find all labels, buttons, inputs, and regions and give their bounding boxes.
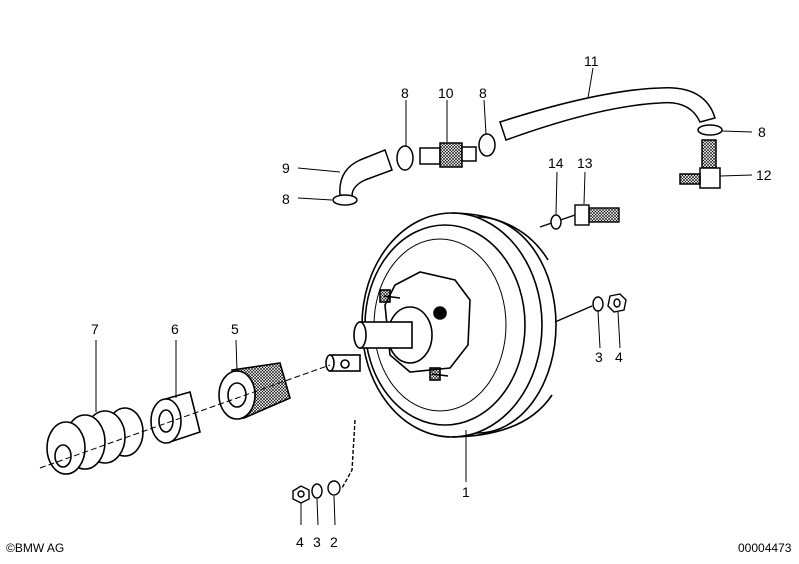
leader-lines bbox=[95, 67, 753, 526]
callout-5: 5 bbox=[231, 321, 239, 337]
callout-6: 6 bbox=[171, 321, 179, 337]
callout-8-left: 8 bbox=[282, 191, 290, 207]
callout-11: 11 bbox=[584, 53, 599, 69]
callout-2: 2 bbox=[330, 534, 338, 550]
vacuum-hose-assembly bbox=[332, 87, 723, 206]
washer-part-14 bbox=[550, 214, 562, 230]
callout-7: 7 bbox=[91, 321, 99, 337]
axis-line bbox=[39, 364, 331, 469]
callout-3-right: 3 bbox=[595, 349, 603, 365]
nut-washer-lower bbox=[292, 419, 356, 504]
nut-washer-right bbox=[554, 293, 627, 323]
callout-12: 12 bbox=[756, 167, 772, 183]
rubber-boot bbox=[46, 407, 144, 475]
brake-booster bbox=[325, 212, 557, 438]
callout-14: 14 bbox=[548, 155, 564, 171]
callout-8-right: 8 bbox=[758, 124, 766, 140]
air-filter bbox=[218, 362, 291, 420]
diagram-id: 00004473 bbox=[738, 541, 792, 555]
callout-3-lower: 3 bbox=[313, 534, 321, 550]
callout-4-right: 4 bbox=[615, 349, 623, 365]
callout-8-top-a: 8 bbox=[401, 85, 409, 101]
callout-1: 1 bbox=[462, 484, 470, 500]
callout-9: 9 bbox=[282, 160, 290, 176]
callout-13: 13 bbox=[577, 155, 593, 171]
callout-4-lower: 4 bbox=[296, 534, 304, 550]
callout-8-top-b: 8 bbox=[479, 85, 487, 101]
copyright-label: ©BMW AG bbox=[6, 541, 64, 555]
callout-10: 10 bbox=[438, 85, 454, 101]
damper-ring bbox=[150, 391, 201, 444]
